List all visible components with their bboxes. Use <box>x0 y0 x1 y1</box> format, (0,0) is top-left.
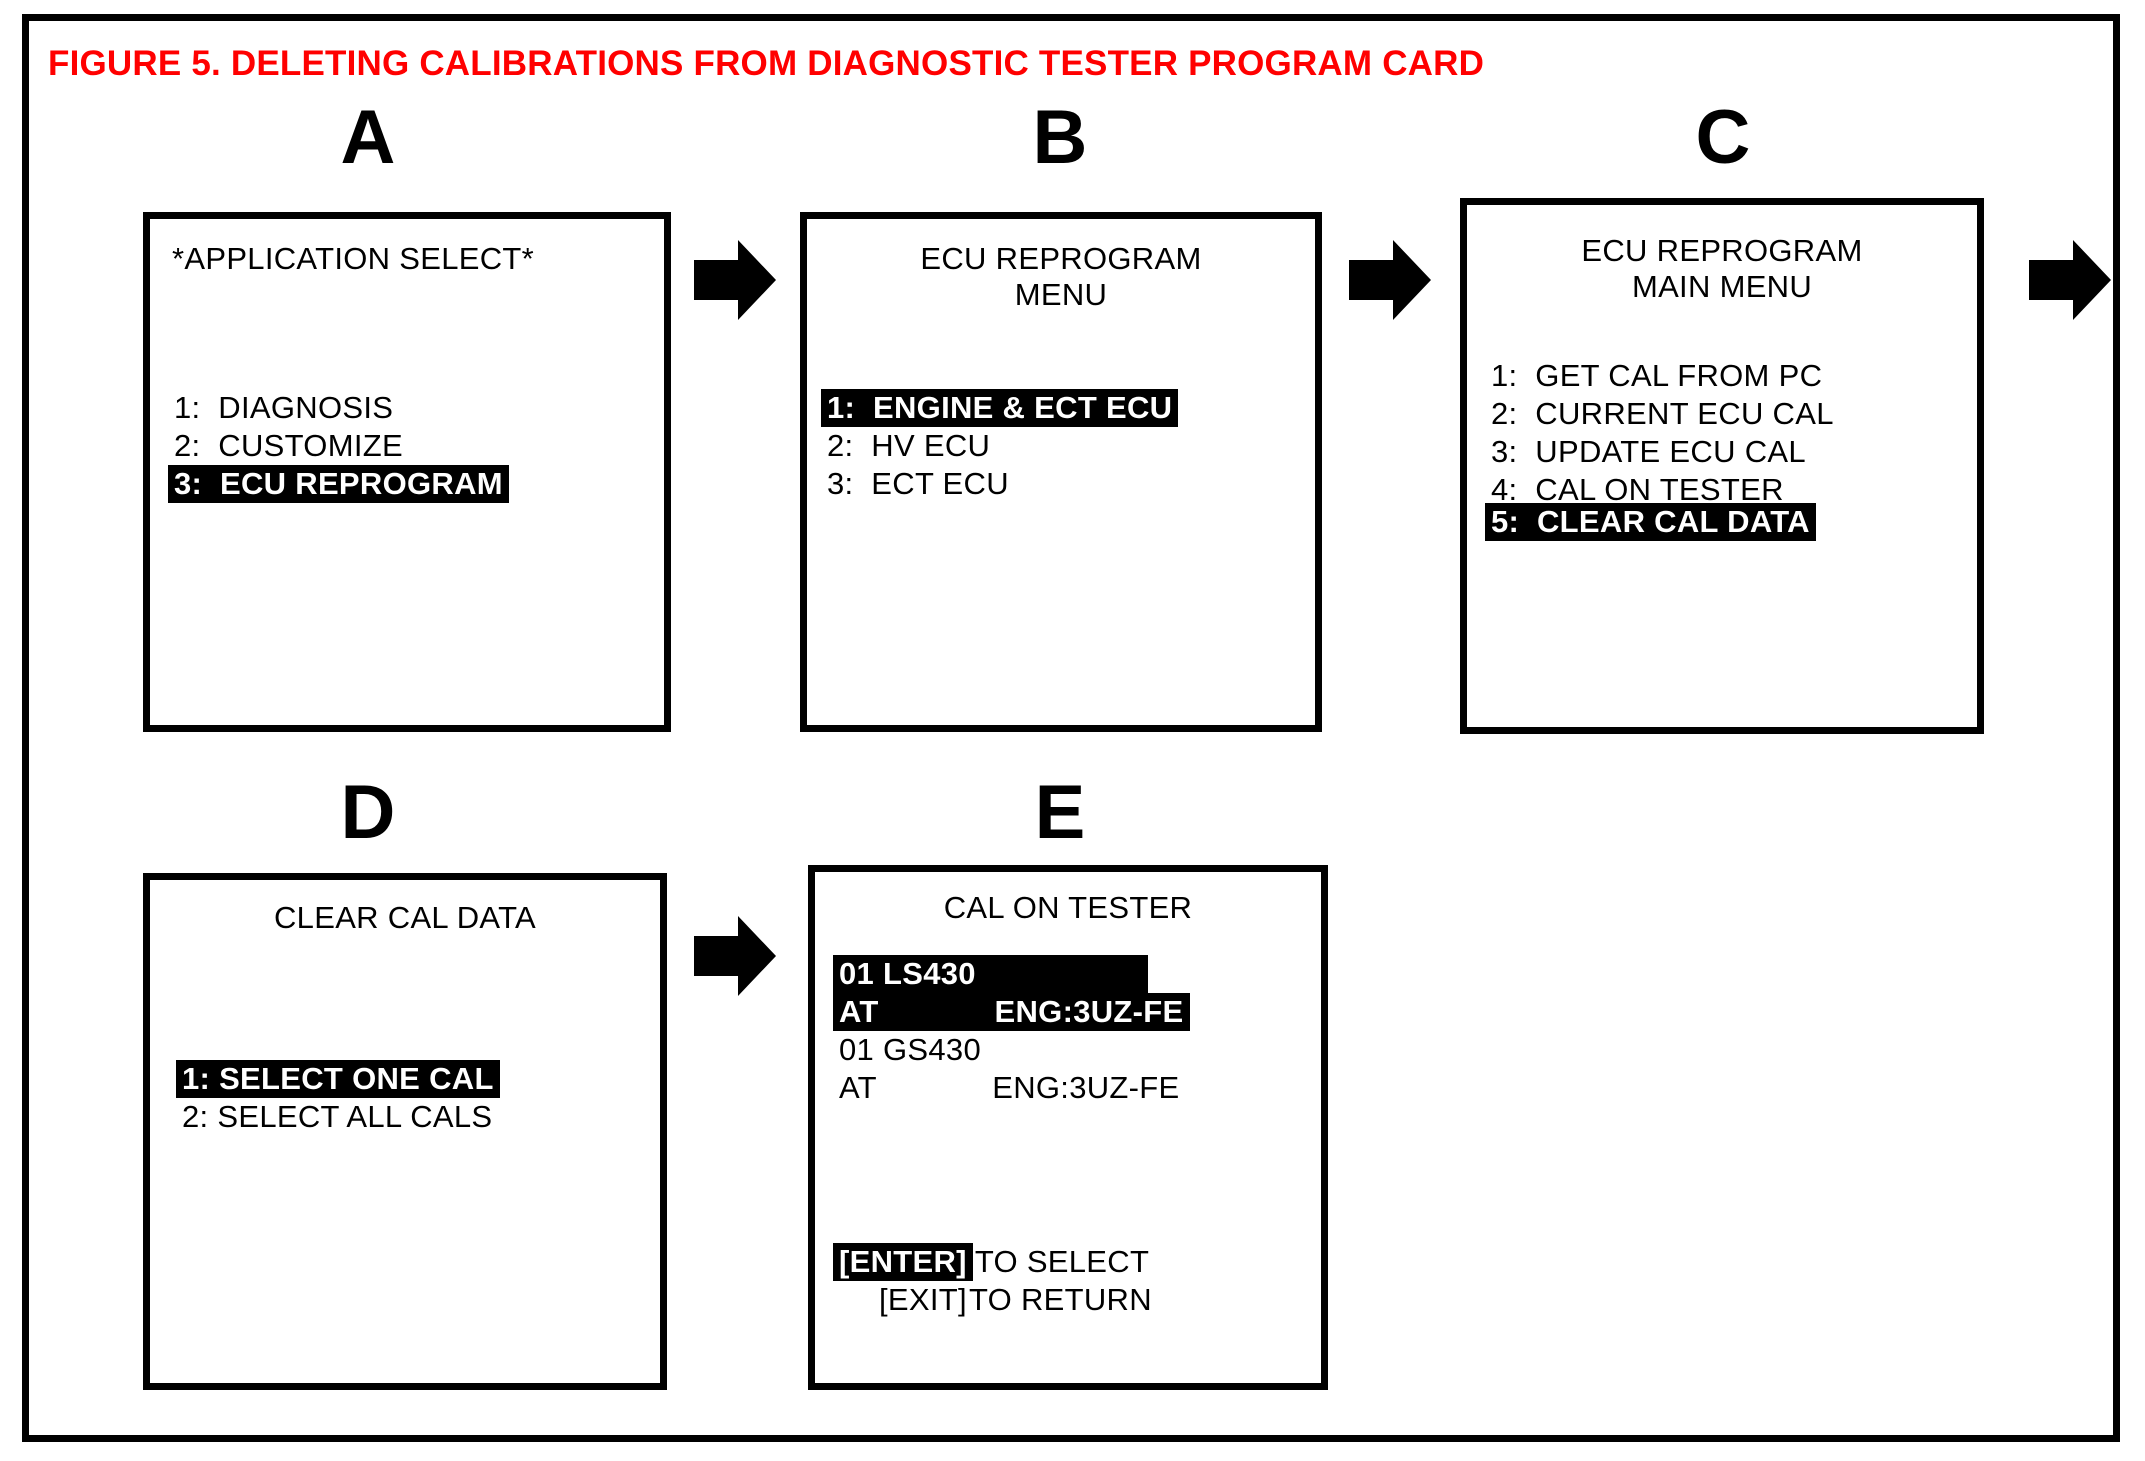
menu-item-engine-ect-ecu-label: 1: ENGINE & ECT ECU <box>821 389 1179 428</box>
menu-item-select-all-cals[interactable]: 2: SELECT ALL CALS <box>176 1098 660 1136</box>
footer-enter-hint: [ENTER]TO SELECT <box>833 1243 1321 1282</box>
menu-item-hv-ecu-label: 2: HV ECU <box>827 428 991 464</box>
cal-entry-gs430-line1[interactable]: 01 GS430 <box>833 1031 1321 1069</box>
screen-cal-on-tester: CAL ON TESTER 01 LS430 AT ENG:3UZ-FE 01 … <box>808 865 1328 1390</box>
exit-hint-text: TO RETURN <box>968 1282 1152 1318</box>
menu-item-cal-on-tester[interactable]: 4: CAL ON TESTER <box>1485 471 1977 509</box>
screen-clear-cal-data: CLEAR CAL DATA 1: SELECT ONE CAL 2: SELE… <box>143 873 667 1390</box>
screen-b-title: ECU REPROGRAM MENU <box>920 241 1202 313</box>
cal-entry-gs430-line1-label: 01 GS430 <box>839 1032 982 1068</box>
panel-letter-e: E <box>1034 770 1086 855</box>
menu-item-current-ecu-cal[interactable]: 2: CURRENT ECU CAL <box>1485 395 1977 433</box>
screen-e-cal-list: 01 LS430 AT ENG:3UZ-FE 01 GS430 AT ENG:3… <box>833 955 1321 1107</box>
panel-letter-a: A <box>340 95 396 180</box>
figure-title: FIGURE 5. DELETING CALIBRATIONS FROM DIA… <box>48 44 1485 83</box>
menu-item-customize[interactable]: 2: CUSTOMIZE <box>168 427 664 465</box>
menu-item-diagnosis-label: 1: DIAGNOSIS <box>174 390 394 425</box>
panel-letter-b: B <box>1032 95 1088 180</box>
panel-letter-d: D <box>340 770 396 855</box>
menu-item-customize-label: 2: CUSTOMIZE <box>174 428 403 464</box>
screen-ecu-reprogram-main-menu: ECU REPROGRAM MAIN MENU 1: GET CAL FROM … <box>1460 198 1984 734</box>
arrow-d-to-e-icon <box>690 912 780 1000</box>
menu-item-clear-cal-data-label: 5: CLEAR CAL DATA <box>1485 503 1816 542</box>
menu-item-ect-ecu-label: 3: ECT ECU <box>827 466 1009 502</box>
exit-key-label: [EXIT] <box>879 1282 967 1318</box>
panel-letter-c: C <box>1695 95 1751 180</box>
menu-item-update-ecu-cal-label: 3: UPDATE ECU CAL <box>1491 434 1806 470</box>
menu-item-clear-cal-data[interactable]: 5: CLEAR CAL DATA <box>1485 503 1977 542</box>
enter-hint-text: TO SELECT <box>974 1244 1150 1279</box>
screen-a-menu: 1: DIAGNOSIS 2: CUSTOMIZE 3: ECU REPROGR… <box>168 389 664 504</box>
screen-e-title: CAL ON TESTER <box>943 890 1193 925</box>
cal-entry-ls430-line1-label: 01 LS430 <box>833 955 1148 994</box>
screen-c-menu: 1: GET CAL FROM PC 2: CURRENT ECU CAL 3:… <box>1485 357 1977 542</box>
arrow-c-to-d-icon <box>2025 236 2115 324</box>
cal-entry-ls430-line1[interactable]: 01 LS430 <box>833 955 1321 994</box>
cal-entry-gs430-line2-label: AT ENG:3UZ-FE <box>839 1070 1180 1106</box>
menu-item-update-ecu-cal[interactable]: 3: UPDATE ECU CAL <box>1485 433 1977 471</box>
screen-d-menu: 1: SELECT ONE CAL 2: SELECT ALL CALS <box>176 1060 660 1136</box>
arrow-a-to-b-icon <box>690 236 780 324</box>
menu-item-cal-on-tester-label: 4: CAL ON TESTER <box>1491 472 1784 508</box>
screen-c-title: ECU REPROGRAM MAIN MENU <box>1581 233 1863 305</box>
cal-entry-ls430-line2[interactable]: AT ENG:3UZ-FE <box>833 993 1321 1032</box>
screen-a-title: *APPLICATION SELECT* <box>172 241 535 276</box>
menu-item-ect-ecu[interactable]: 3: ECT ECU <box>821 465 1315 503</box>
menu-item-get-cal-from-pc[interactable]: 1: GET CAL FROM PC <box>1485 357 1977 395</box>
arrow-b-to-c-icon <box>1345 236 1435 324</box>
screen-b-menu: 1: ENGINE & ECT ECU 2: HV ECU 3: ECT ECU <box>821 389 1315 503</box>
menu-item-select-all-cals-label: 2: SELECT ALL CALS <box>182 1099 493 1135</box>
menu-item-ecu-reprogram-label: 3: ECU REPROGRAM <box>168 465 509 504</box>
enter-key-label: [ENTER] <box>833 1243 973 1282</box>
menu-item-select-one-cal[interactable]: 1: SELECT ONE CAL <box>176 1060 660 1099</box>
screen-d-title: CLEAR CAL DATA <box>273 900 537 935</box>
menu-item-engine-ect-ecu[interactable]: 1: ENGINE & ECT ECU <box>821 389 1315 428</box>
screen-e-footer: [ENTER]TO SELECT [EXIT]TO RETURN <box>833 1243 1321 1319</box>
menu-item-select-one-cal-label: 1: SELECT ONE CAL <box>176 1060 500 1099</box>
cal-entry-gs430-line2[interactable]: AT ENG:3UZ-FE <box>833 1069 1321 1107</box>
menu-item-ecu-reprogram[interactable]: 3: ECU REPROGRAM <box>168 465 664 504</box>
menu-item-get-cal-from-pc-label: 1: GET CAL FROM PC <box>1491 358 1823 393</box>
screen-ecu-reprogram-menu: ECU REPROGRAM MENU 1: ENGINE & ECT ECU 2… <box>800 212 1322 732</box>
menu-item-hv-ecu[interactable]: 2: HV ECU <box>821 427 1315 465</box>
footer-exit-hint: [EXIT]TO RETURN <box>833 1281 1321 1319</box>
menu-item-diagnosis[interactable]: 1: DIAGNOSIS <box>168 389 664 427</box>
cal-entry-ls430-line2-label: AT ENG:3UZ-FE <box>833 993 1190 1032</box>
menu-item-current-ecu-cal-label: 2: CURRENT ECU CAL <box>1491 396 1834 432</box>
screen-application-select: *APPLICATION SELECT* 1: DIAGNOSIS 2: CUS… <box>143 212 671 732</box>
